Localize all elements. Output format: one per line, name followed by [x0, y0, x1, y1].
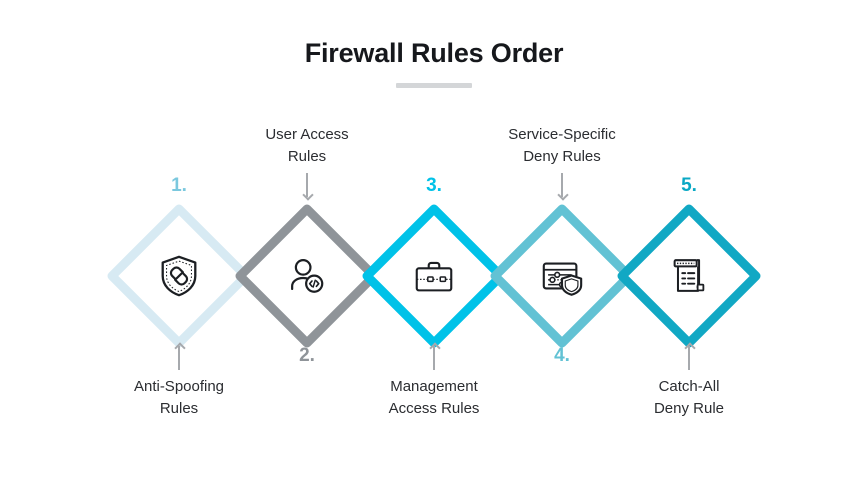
step-number-4: 4.: [554, 345, 570, 366]
step-label-1-line1: Anti-Spoofing: [133, 378, 225, 395]
step-label-2-line2: Rules: [287, 148, 327, 165]
flow-step-5[interactable]: 5.: [599, 0, 779, 488]
step-number-3: 3.: [426, 175, 442, 196]
briefcase-icon: [407, 249, 461, 303]
step-label-4: Service-Specific Deny Rules: [472, 124, 652, 168]
step-diamond-5[interactable]: [614, 201, 764, 351]
step-number-2: 2.: [299, 345, 315, 366]
step-label-5-line1: Catch-All: [658, 378, 720, 395]
connector-line-1: [178, 346, 180, 370]
connector-line-3: [433, 346, 435, 370]
step-label-5: Catch-All Deny Rule: [599, 376, 779, 420]
step-label-1: Anti-Spoofing Rules: [89, 376, 269, 420]
shield-link-icon: [152, 249, 206, 303]
flow-step-3[interactable]: 3. Management Acces: [344, 0, 524, 488]
page-title: Firewall Rules Order: [304, 38, 564, 68]
connector-line-4: [561, 173, 563, 197]
flow-step-1[interactable]: 1. Anti-Spoofing Ru: [89, 0, 269, 488]
step-label-4-line2: Deny Rules: [523, 148, 601, 165]
scroll-document-icon: [662, 249, 716, 303]
step-label-2: User Access Rules: [217, 124, 397, 168]
settings-shield-icon: [535, 249, 589, 303]
flow-step-4[interactable]: 4.: [472, 0, 652, 488]
step-label-3-line1: Management: [390, 378, 478, 395]
title-underline-rule: [396, 83, 472, 88]
step-diamond-4[interactable]: [487, 201, 637, 351]
user-code-icon: [280, 249, 334, 303]
step-label-2-line1: User Access: [265, 126, 349, 143]
step-label-5-line2: Deny Rule: [653, 400, 725, 417]
title-block: Firewall Rules Order: [0, 36, 868, 88]
step-label-1-line2: Rules: [159, 400, 199, 417]
connector-line-5: [688, 346, 690, 370]
step-number-5: 5.: [681, 175, 697, 196]
flow-step-2[interactable]: 2. User Access: [217, 0, 397, 488]
step-label-3: Management Access Rules: [344, 376, 524, 420]
step-label-3-line2: Access Rules: [388, 400, 480, 417]
step-diamond-2[interactable]: [232, 201, 382, 351]
step-label-4-line1: Service-Specific: [508, 126, 616, 143]
connector-line-2: [306, 173, 308, 197]
step-number-1: 1.: [171, 175, 187, 196]
